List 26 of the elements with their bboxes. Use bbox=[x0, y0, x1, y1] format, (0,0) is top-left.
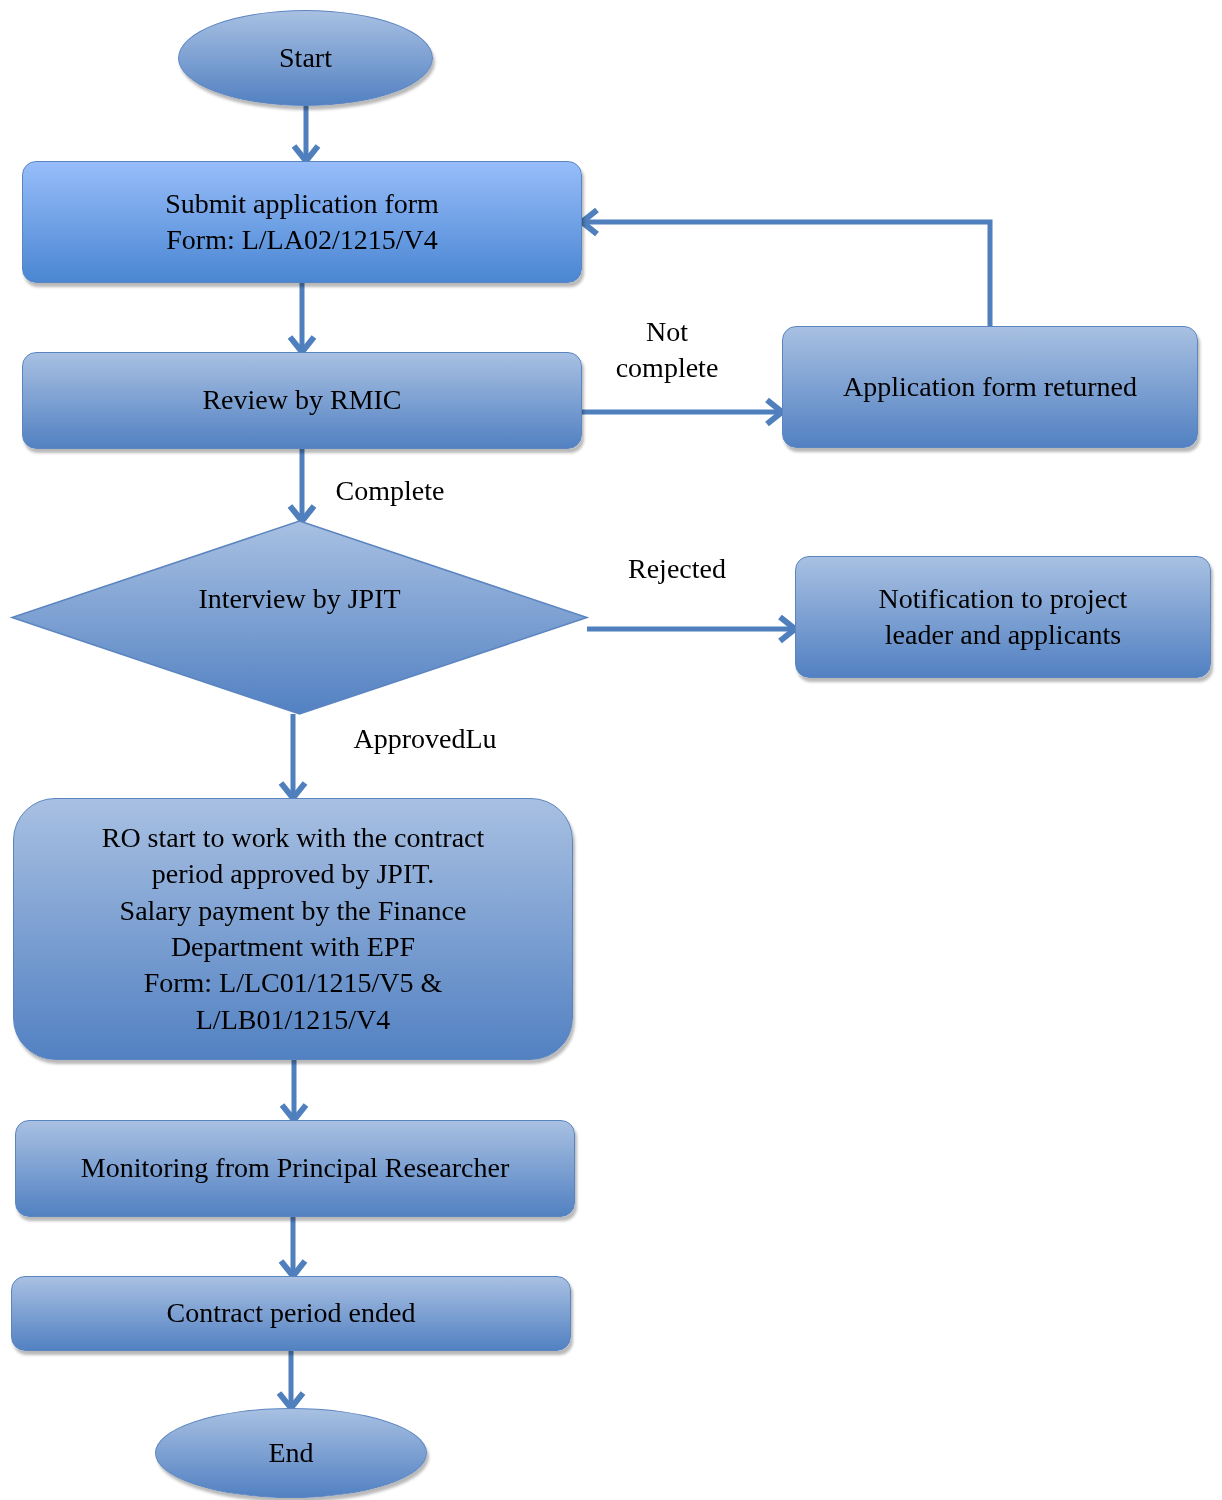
node-text: Form: L/LA02/1215/V4 bbox=[166, 223, 438, 257]
node-text: Start bbox=[279, 40, 332, 75]
node-text: Interview by JPIT bbox=[198, 582, 401, 617]
process-box bbox=[782, 326, 1198, 448]
node-text: Submit application form bbox=[165, 186, 439, 221]
node-text: Notification to project leader and applicants bbox=[877, 581, 1129, 652]
process-box bbox=[795, 556, 1211, 678]
edge-label: Rejected bbox=[627, 552, 727, 586]
arrow bbox=[287, 449, 317, 524]
node-text: Application form returned bbox=[843, 369, 1137, 404]
node-text: Form: L/LC01/1215/V5 & L/LB01/1215/V4 bbox=[142, 966, 444, 1037]
node-text: RO start to work with the contract period approved by JPIT. bbox=[100, 820, 486, 892]
process-box bbox=[11, 1276, 571, 1351]
process-box bbox=[15, 1120, 575, 1217]
node-text: Salary payment by the Finance Department with EPF bbox=[118, 893, 468, 964]
node-text: End bbox=[268, 1435, 314, 1470]
node-text: Review by RMIC bbox=[202, 383, 402, 418]
process-box bbox=[22, 352, 582, 449]
decision-diamond bbox=[12, 521, 587, 714]
process-box bbox=[22, 161, 582, 283]
edge-label: Not complete bbox=[614, 315, 720, 386]
edge-label: ApprovedLu bbox=[352, 722, 498, 756]
edge-label: Complete bbox=[334, 474, 446, 508]
process-box bbox=[13, 798, 573, 1060]
node-text: Monitoring from Principal Researcher bbox=[80, 1151, 510, 1186]
node-text: Contract period ended bbox=[166, 1296, 416, 1331]
